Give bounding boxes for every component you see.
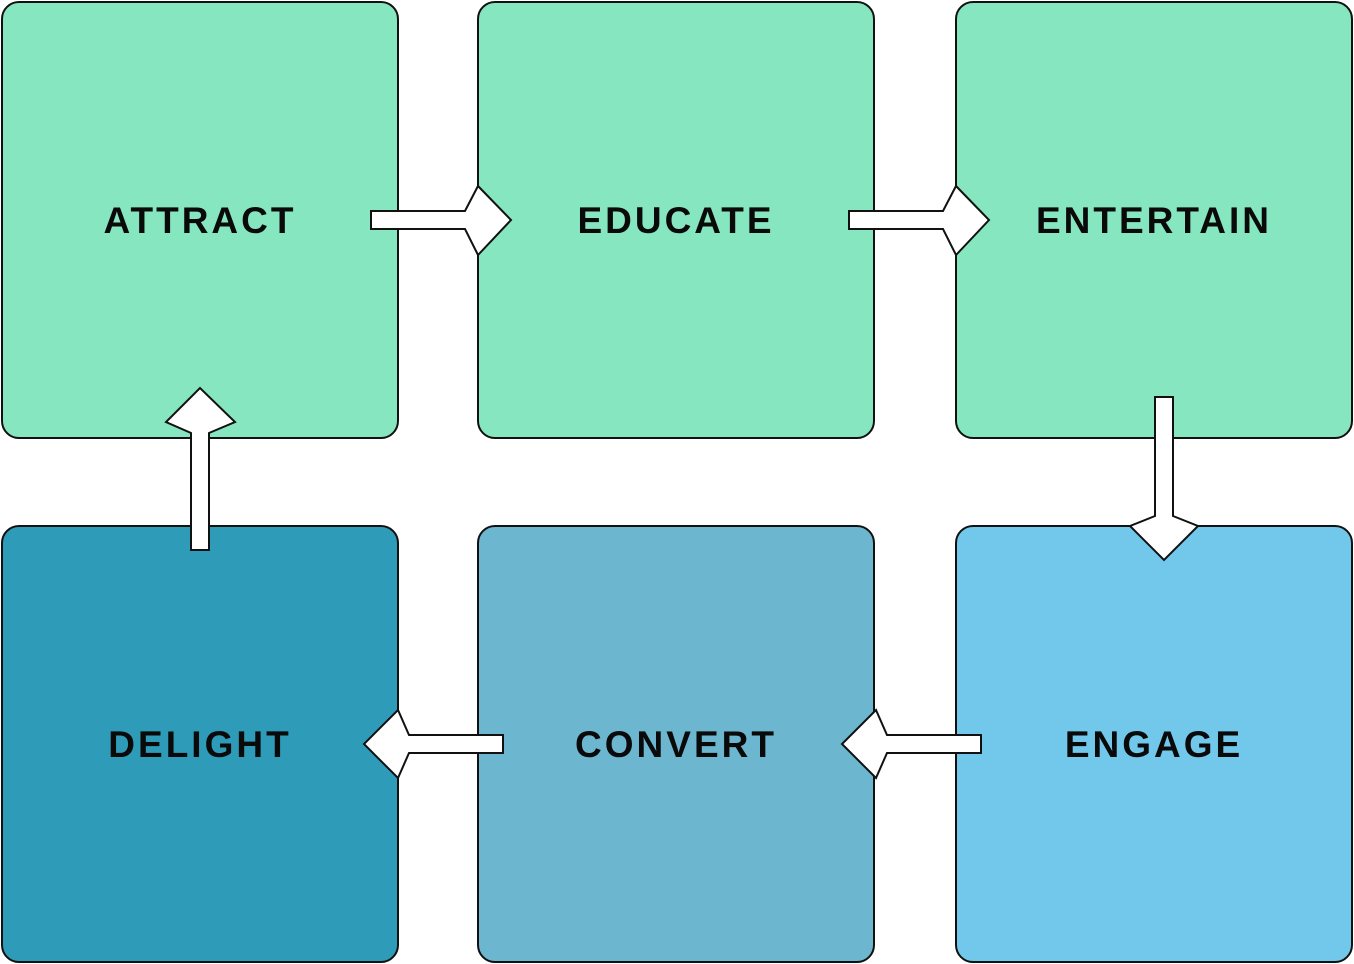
stage-box-delight: DELIGHT: [1, 525, 399, 963]
stage-label-delight: DELIGHT: [108, 724, 292, 765]
stage-label-educate: EDUCATE: [577, 200, 775, 241]
stage-box-convert: CONVERT: [477, 525, 875, 963]
stage-box-attract: ATTRACT: [1, 1, 399, 439]
stage-label-attract: ATTRACT: [103, 200, 297, 241]
stage-box-engage: ENGAGE: [955, 525, 1353, 963]
stage-label-entertain: ENTERTAIN: [1036, 200, 1272, 241]
stage-box-educate: EDUCATE: [477, 1, 875, 439]
stage-label-engage: ENGAGE: [1064, 724, 1244, 765]
stage-label-convert: CONVERT: [575, 724, 777, 765]
stage-box-entertain: ENTERTAIN: [955, 1, 1353, 439]
